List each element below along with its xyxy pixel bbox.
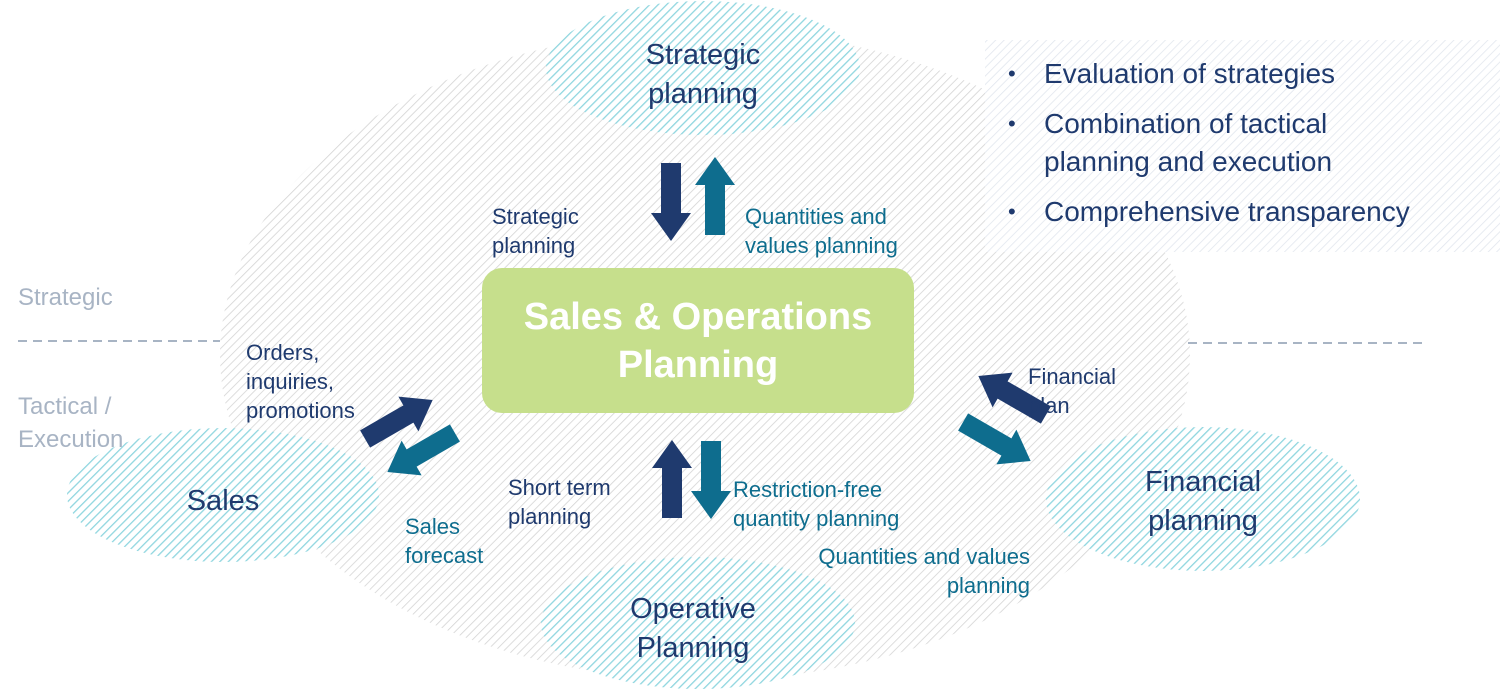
strategic-planning-label: Strategic planning (645, 39, 761, 110)
arrow-down-strategic (651, 163, 691, 241)
bullet-dot-icon: • (1008, 61, 1016, 86)
side-label-tactical-text: Tactical / Execution (18, 393, 124, 453)
sales-node: Sales (140, 482, 306, 521)
arrow-down-operative (691, 441, 731, 519)
bullet-text: Combination of tactical planning and exe… (1044, 108, 1333, 177)
operative-planning-node: Operative Planning (580, 590, 806, 668)
flow-label-financial-plan-text: Financial plan (1028, 364, 1117, 418)
flow-label-orders: Orders, inquiries, promotions (246, 309, 355, 425)
flow-label-short-term-text: Short term planning (508, 475, 611, 529)
bullet-list: • Evaluation of strategies • Combination… (1008, 55, 1488, 243)
flow-label-short-term: Short term planning (508, 444, 611, 531)
financial-planning-ellipse (1046, 427, 1360, 571)
flow-label-financial-plan: Financial plan (1028, 333, 1116, 420)
operative-planning-ellipse (541, 557, 855, 689)
bullet-item: • Comprehensive transparency (1008, 193, 1488, 231)
arrow-sales-to-center (360, 396, 433, 448)
flow-label-sales-forecast-text: Sales forecast (405, 514, 484, 568)
side-label-strategic-text: Strategic (18, 284, 113, 311)
arrow-financial-to-center (978, 372, 1051, 424)
bullet-dot-icon: • (1008, 199, 1016, 224)
sales-operations-planning-title: Sales & Operations Planning (523, 295, 873, 386)
sales-ellipse (67, 428, 379, 562)
bullet-dot-icon: • (1008, 111, 1016, 136)
flow-label-quantities-values-top: Quantities and values planning (745, 173, 898, 260)
strategic-planning-ellipse (546, 1, 860, 135)
bullet-text: Evaluation of strategies (1044, 58, 1336, 89)
strategic-planning-node: Strategic planning (590, 36, 816, 114)
financial-planning-label: Financial planning (1144, 466, 1262, 537)
arrow-up-operative (652, 440, 692, 518)
flow-label-quantities-values-top-text: Quantities and values planning (745, 204, 898, 258)
sales-operations-planning-box: Sales & Operations Planning (482, 268, 914, 413)
flow-label-sales-forecast: Sales forecast (405, 483, 483, 570)
arrow-center-to-financial (958, 413, 1031, 465)
bullet-item: • Evaluation of strategies (1008, 55, 1488, 93)
flow-label-quantities-values-bottom: Quantities and values planning (786, 513, 1030, 600)
flow-label-quantities-values-bottom-text: Quantities and values planning (818, 544, 1030, 598)
side-label-strategic: Strategic (18, 284, 113, 312)
financial-planning-node: Financial planning (1090, 463, 1316, 541)
flow-label-strategic-planning: Strategic planning (492, 173, 579, 260)
operative-planning-label: Operative Planning (630, 593, 756, 664)
flow-label-restriction-free-text: Restriction-free quantity planning (733, 477, 900, 531)
bullets-box (985, 40, 1500, 252)
bullet-item: • Combination of tactical planning and e… (1008, 105, 1488, 181)
arrow-up-strategic (695, 157, 735, 235)
flow-label-strategic-planning-text: Strategic planning (492, 204, 579, 258)
flow-label-orders-text: Orders, inquiries, promotions (246, 340, 355, 423)
bullet-text: Comprehensive transparency (1044, 196, 1410, 227)
arrow-center-to-sales (387, 424, 460, 476)
flow-label-restriction-free: Restriction-free quantity planning (733, 446, 899, 533)
side-label-tactical: Tactical / Execution (18, 357, 123, 456)
sales-label: Sales (186, 485, 260, 517)
